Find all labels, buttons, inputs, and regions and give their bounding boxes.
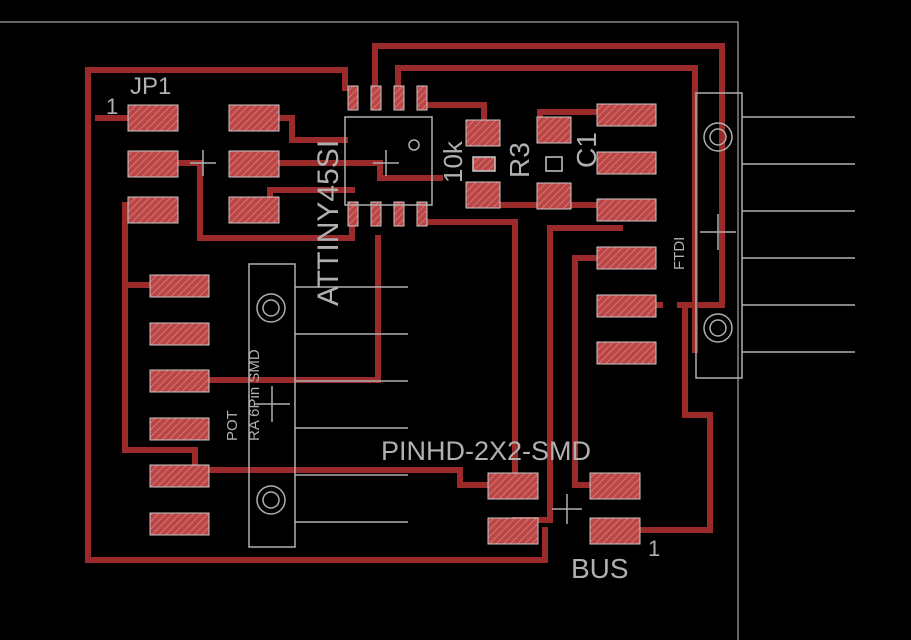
trace-pot-row3 [175, 235, 381, 383]
c1-label: C1 [571, 132, 602, 168]
pad-ftdi-5 [596, 294, 657, 318]
pad-ftdi-4 [596, 246, 657, 270]
pad-pot-6 [149, 512, 210, 536]
pad-ic-bot-1 [347, 201, 359, 227]
pad-pinhd-2 [487, 517, 539, 545]
pad-jp1-6 [228, 196, 280, 224]
pad-pot-5 [149, 464, 210, 488]
ftdi-header-body [695, 92, 743, 379]
pad-ic-top-3 [393, 85, 405, 111]
pad-jp1-3 [127, 196, 179, 224]
pad-bus-2 [589, 517, 641, 545]
pad-jp1-5 [228, 150, 280, 178]
trace-jp1-mid [147, 160, 355, 241]
ic-outline [344, 116, 433, 206]
r1-center-mark [472, 156, 496, 172]
trace-top-long [372, 43, 725, 308]
pad-bus-1 [589, 472, 641, 500]
ftdi-label: FTDI [671, 237, 688, 270]
pad-pinhd-1 [487, 472, 539, 500]
jp1-label: JP1 [130, 73, 171, 100]
silkscreen [190, 92, 855, 548]
ftdi-hole-top-inner [709, 128, 727, 146]
ftdi-hole-bot-inner [709, 319, 727, 337]
trace-ic-bottom-right [425, 219, 518, 488]
r3-label: R3 [504, 142, 535, 178]
bus-pin1-label: 1 [648, 536, 660, 561]
pad-pot-4 [149, 417, 210, 441]
pad-pot-1 [149, 274, 210, 298]
c1-center-mark [545, 156, 563, 172]
pad-ic-bot-3 [393, 201, 405, 227]
pot-label: POT [224, 410, 241, 441]
ic-pin1-dot [408, 139, 420, 151]
pot-value-label: RA 6Pin SMD [246, 349, 263, 441]
trace-top-second [395, 65, 698, 353]
pot-hole-top-inner [262, 299, 280, 317]
pad-jp1-2 [127, 150, 179, 178]
smd-pads [127, 85, 657, 545]
pad-c1-top [536, 116, 572, 144]
trace-pot-link [122, 202, 518, 488]
pot-header-body [248, 263, 296, 548]
pad-pot-3 [149, 369, 210, 393]
ftdi-hole-bot [703, 313, 733, 343]
pad-pot-2 [149, 322, 210, 346]
pot-hole-top [256, 293, 286, 323]
pinhd-label: PINHD-2X2-SMD [381, 436, 591, 466]
pad-ftdi-3 [596, 198, 657, 222]
pad-r1-bot [465, 181, 501, 209]
pad-r1-top [465, 119, 501, 147]
pad-ic-bot-4 [416, 201, 428, 227]
board-outline [0, 21, 739, 640]
pad-ftdi-2 [596, 151, 657, 175]
pad-ic-top-4 [416, 85, 428, 111]
pad-c1-bot [536, 182, 572, 210]
pad-ic-bot-2 [370, 201, 382, 227]
bus-label: BUS [571, 553, 629, 584]
trace-top-outer [85, 67, 348, 91]
trace-pad-row2 [255, 160, 443, 181]
pot-hole-bot-inner [262, 491, 280, 509]
r1-value-label: 10k [438, 140, 468, 183]
pad-ftdi-6 [596, 341, 657, 365]
pad-ic-top-2 [370, 85, 382, 111]
pad-ftdi-1 [596, 103, 657, 127]
pad-jp1-1 [127, 104, 179, 132]
ftdi-hole-top [703, 122, 733, 152]
trace-left-outer [85, 67, 548, 563]
jp1-pin1-label: 1 [106, 94, 118, 119]
pad-ic-top-1 [347, 85, 359, 111]
pot-hole-bot [256, 485, 286, 515]
trace-ftdi-bus [612, 302, 713, 533]
pad-jp1-4 [228, 104, 280, 132]
ic-label: ATTINY45SI [312, 140, 345, 306]
